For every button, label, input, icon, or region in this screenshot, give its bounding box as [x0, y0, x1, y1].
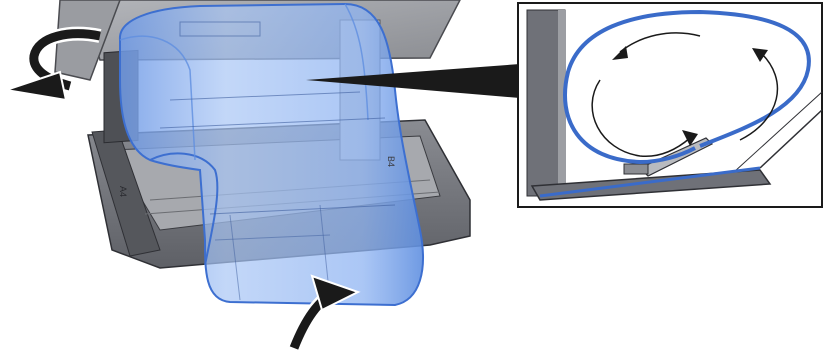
tray-marking-a4: A4: [118, 186, 128, 197]
detail-inset: [518, 3, 822, 207]
tray-marking-b4: B4: [386, 156, 396, 167]
